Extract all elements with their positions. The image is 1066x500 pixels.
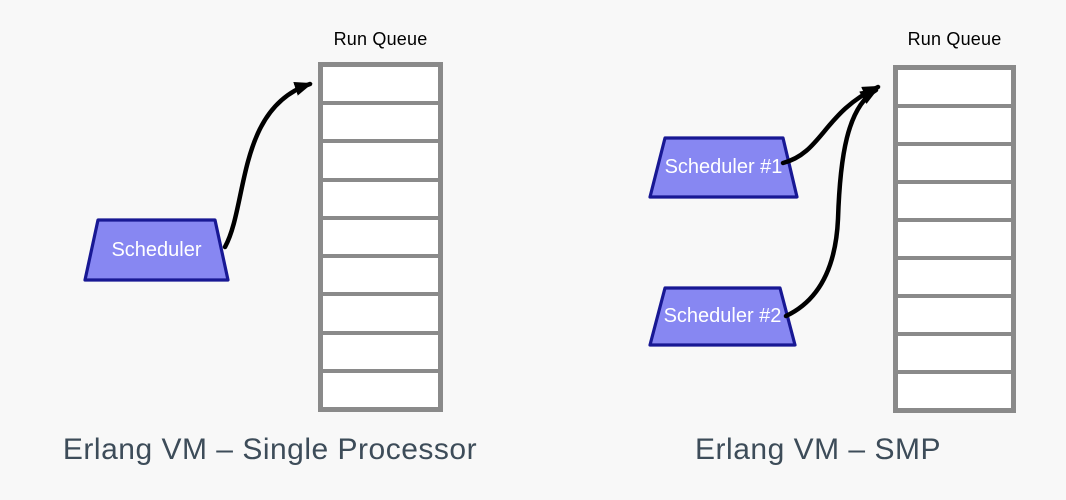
scheduler-label: Scheduler — [111, 238, 202, 261]
run-queue — [318, 62, 443, 412]
queue-cell — [323, 296, 438, 331]
run-queue-label: Run Queue — [333, 29, 428, 49]
queue-cell — [323, 143, 438, 178]
queue-cell — [898, 260, 1011, 294]
left-diagram-caption: Erlang VM – Single Processor — [62, 433, 478, 466]
scheduler-1-label: Scheduler #1 — [664, 156, 783, 178]
queue-cell — [323, 181, 438, 216]
scheduler-2-label: Scheduler #2 — [663, 305, 782, 327]
scheduler-2-to-queue-arrow — [783, 87, 879, 319]
scheduler-1-to-queue-arrow — [780, 84, 881, 166]
scheduler-to-queue-arrow — [222, 81, 313, 250]
queue-cell — [323, 372, 438, 407]
queue-cell — [898, 184, 1011, 218]
queue-cell — [898, 298, 1011, 332]
run-queue — [893, 65, 1016, 413]
right-diagram-caption: Erlang VM – SMP — [695, 433, 941, 466]
queue-cell — [898, 108, 1011, 142]
queue-cell — [898, 146, 1011, 180]
queue-cell — [323, 219, 438, 255]
queue-cell — [323, 334, 438, 369]
queue-cell — [898, 374, 1011, 408]
queue-cell — [898, 70, 1011, 104]
queue-cell — [323, 67, 438, 102]
queue-cell — [898, 222, 1011, 256]
queue-cell — [323, 105, 438, 140]
queue-cell — [323, 258, 438, 293]
run-queue-label: Run Queue — [907, 29, 1002, 49]
queue-cell — [898, 336, 1011, 370]
